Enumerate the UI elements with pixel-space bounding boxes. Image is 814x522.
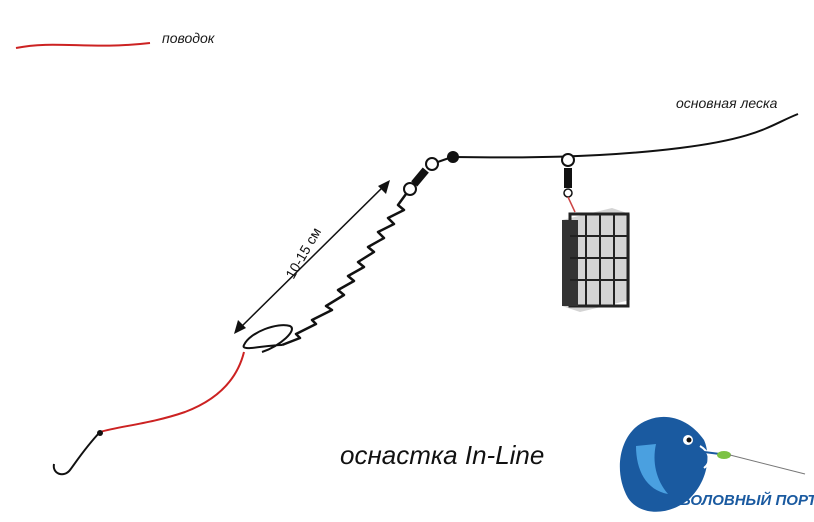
swivel-ring-bottom <box>403 182 417 196</box>
twisted-line <box>281 193 408 347</box>
logo-brand-text: РЫБОЛОВНЫЙ ПОРТАЛ <box>655 492 814 509</box>
dimension-line <box>237 183 387 331</box>
legend-label: поводок <box>162 30 215 46</box>
legend-leader-line <box>15 42 151 49</box>
feeder-swivel-ring <box>561 153 575 167</box>
leader-line <box>99 351 245 433</box>
feeder-cage <box>562 208 630 312</box>
logo-fish-icon <box>619 416 806 512</box>
feeder-swivel-ring-bottom <box>563 188 573 198</box>
loop <box>242 324 293 353</box>
dimension-arrowhead-top <box>378 180 390 194</box>
rig-title: оснастка In-Line <box>340 440 545 470</box>
dimension-arrowhead-bottom <box>234 320 246 334</box>
main-line-label: основная леска <box>676 95 778 111</box>
hook <box>52 431 101 476</box>
hook-eye <box>97 430 103 436</box>
swivel-body <box>411 167 429 187</box>
feeder-attach-line <box>567 196 576 213</box>
main-line <box>451 113 799 159</box>
stopper-bead <box>447 151 459 163</box>
feeder-swivel-body <box>564 168 572 188</box>
swivel-ring-top <box>425 157 439 171</box>
